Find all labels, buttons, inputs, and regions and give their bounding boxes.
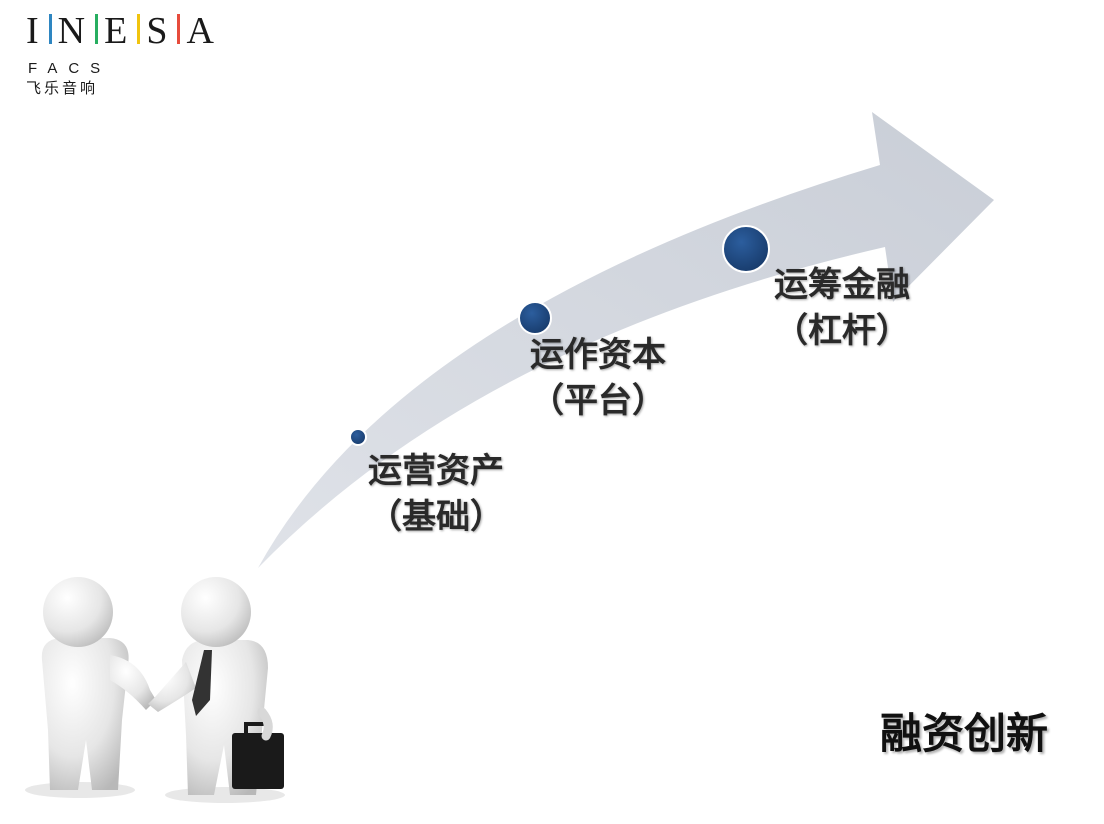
stage-label-1-line1: 运营资产 [368,451,504,491]
logo-letter: N [57,10,90,52]
stage-label-1-line2: （基础） [368,497,504,537]
logo-color-bar [137,14,141,44]
curved-arrow [258,112,994,568]
stage-dot-1 [349,428,367,446]
slide-title: 融资创新 [880,709,1049,758]
stage-dot-3 [722,225,770,273]
logo-chinese-name: 飞乐音响 [26,79,99,97]
logo-subtitle: FACS [28,60,112,77]
logo-letter: I [26,10,43,52]
logo-letter: E [104,10,132,52]
logo-color-bar [48,14,52,44]
stage-label-2-line2: （平台） [530,381,666,421]
handshake-figures [25,577,285,803]
logo-color-bar [95,14,99,44]
stage-label-1: 运营资产 （基础） [368,448,504,540]
stage-label-3: 运筹金融 （杠杆） [774,262,910,354]
stage-dot-2 [518,301,552,335]
stage-label-2-line1: 运作资本 [530,335,666,375]
logo-letter: S [146,10,172,52]
stage-label-3-line1: 运筹金融 [774,265,910,305]
company-logo: I N E S A FACS 飞乐音响 [26,12,218,98]
stage-label-3-line2: （杠杆） [774,311,910,351]
stage-label-2: 运作资本 （平台） [530,332,666,424]
logo-color-bar [177,14,181,44]
logo-letter: A [186,10,218,52]
logo-wordmark: I N E S A [26,12,218,50]
